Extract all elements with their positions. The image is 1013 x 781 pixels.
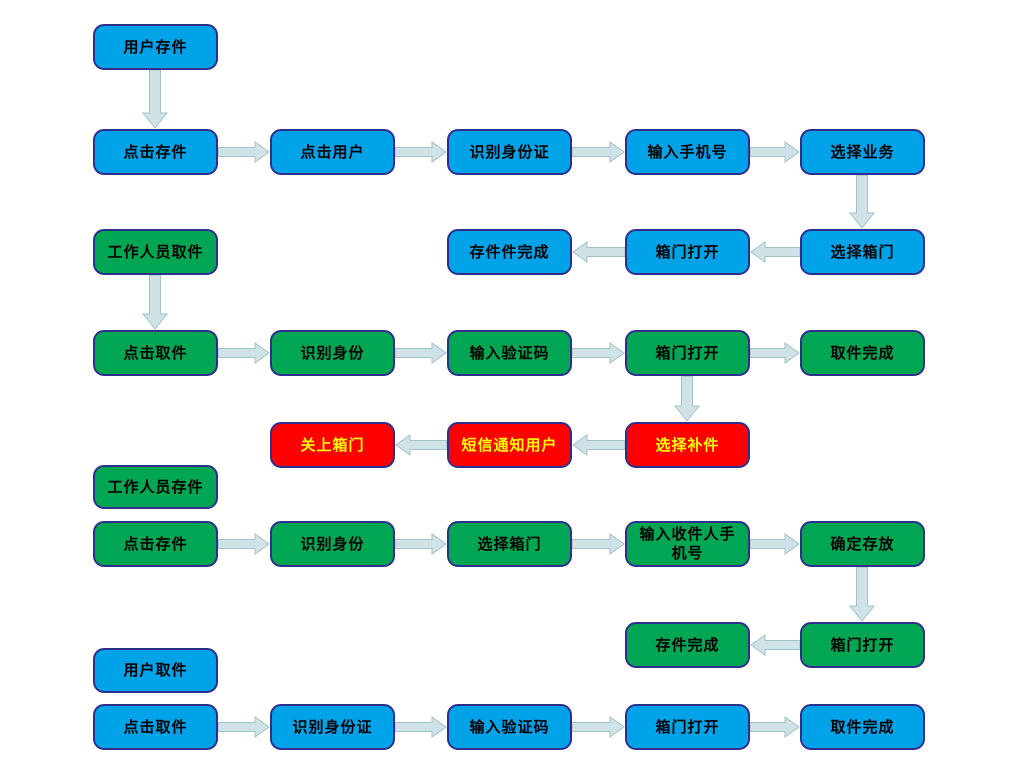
flow-node-label-s-click-pickup: 点击取件 — [123, 343, 188, 362]
flow-arrow-user-deposit-start-to-u-click-deposit — [141, 69, 169, 129]
flow-node-staff-deposit-start: 工作人员存件 — [93, 465, 218, 509]
flow-arrow-up-enter-code-to-up-box-open — [571, 716, 625, 738]
flow-node-label-up-enter-code: 输入验证码 — [469, 717, 550, 736]
flow-arrow-sd-click-deposit-to-sd-scan-id — [217, 533, 270, 555]
flow-node-user-deposit-start: 用户存件 — [93, 24, 218, 70]
flow-node-label-sd-enter-recipient-phone: 输入收件人手 机号 — [639, 525, 736, 562]
flow-node-sd-scan-id: 识别身份 — [270, 521, 395, 567]
flow-node-label-u-select-service: 选择业务 — [830, 142, 895, 161]
flow-node-label-user-deposit-start: 用户存件 — [123, 37, 188, 56]
flow-arrow-u-click-deposit-to-u-click-user — [217, 141, 270, 163]
flow-node-label-sd-click-deposit: 点击存件 — [123, 534, 188, 553]
flow-node-label-sd-scan-id: 识别身份 — [300, 534, 365, 553]
flow-node-sd-box-open: 箱门打开 — [800, 622, 925, 668]
flow-node-label-sd-box-open: 箱门打开 — [830, 635, 895, 654]
flow-node-s-close-box: 关上箱门 — [270, 422, 395, 468]
flow-node-u-enter-phone: 输入手机号 — [625, 129, 750, 175]
flow-arrow-s-select-refill-to-s-sms-notify-user — [572, 434, 626, 456]
flow-node-label-u-scan-id-card: 识别身份证 — [469, 142, 550, 161]
flow-node-s-select-refill: 选择补件 — [625, 422, 750, 468]
flow-arrow-s-scan-id-to-s-enter-code — [394, 342, 447, 364]
flow-arrow-s-click-pickup-to-s-scan-id — [217, 342, 270, 364]
flow-node-s-sms-notify-user: 短信通知用户 — [447, 422, 572, 468]
flow-node-s-enter-code: 输入验证码 — [447, 330, 572, 376]
flow-node-u-scan-id-card: 识别身份证 — [447, 129, 572, 175]
flow-arrow-sd-box-open-to-sd-deposit-done — [750, 634, 801, 656]
flow-arrow-up-click-pickup-to-up-scan-id-card — [217, 716, 270, 738]
flow-arrow-u-click-user-to-u-scan-id-card — [394, 141, 447, 163]
flow-arrow-u-select-box-to-u-box-open — [750, 241, 801, 263]
flow-node-label-up-click-pickup: 点击取件 — [123, 717, 188, 736]
flow-arrow-sd-scan-id-to-sd-select-box — [394, 533, 447, 555]
flow-node-label-u-click-user: 点击用户 — [300, 142, 365, 161]
flow-node-label-u-click-deposit: 点击存件 — [123, 142, 188, 161]
flow-node-up-scan-id-card: 识别身份证 — [270, 704, 395, 750]
flow-node-label-s-select-refill: 选择补件 — [655, 435, 720, 454]
flow-node-u-select-service: 选择业务 — [800, 129, 925, 175]
flow-arrow-s-box-open-to-s-select-refill — [673, 375, 701, 422]
flow-node-label-staff-pickup-start: 工作人员取件 — [107, 242, 204, 261]
flow-node-sd-select-box: 选择箱门 — [447, 521, 572, 567]
flow-node-label-s-box-open: 箱门打开 — [655, 343, 720, 362]
flow-node-label-u-enter-phone: 输入手机号 — [647, 142, 728, 161]
flow-node-s-box-open: 箱门打开 — [625, 330, 750, 376]
flow-arrow-s-sms-notify-user-to-s-close-box — [395, 434, 448, 456]
flow-node-label-up-scan-id-card: 识别身份证 — [292, 717, 373, 736]
flow-node-s-click-pickup: 点击取件 — [93, 330, 218, 376]
flow-node-label-u-deposit-done: 存件件完成 — [469, 242, 550, 261]
flow-node-label-sd-deposit-done: 存件完成 — [655, 635, 720, 654]
flow-node-label-up-pickup-done: 取件完成 — [830, 717, 895, 736]
flow-node-label-s-enter-code: 输入验证码 — [469, 343, 550, 362]
flow-node-label-up-box-open: 箱门打开 — [655, 717, 720, 736]
flow-node-label-sd-select-box: 选择箱门 — [477, 534, 542, 553]
flow-node-staff-pickup-start: 工作人员取件 — [93, 229, 218, 275]
flow-node-label-sd-confirm-store: 确定存放 — [830, 534, 895, 553]
flow-node-sd-confirm-store: 确定存放 — [800, 521, 925, 567]
flow-arrow-up-scan-id-card-to-up-enter-code — [394, 716, 447, 738]
flow-arrow-sd-enter-recipient-phone-to-sd-confirm-store — [749, 533, 800, 555]
flow-node-u-click-deposit: 点击存件 — [93, 129, 218, 175]
flow-node-label-staff-deposit-start: 工作人员存件 — [107, 477, 204, 496]
flow-node-u-select-box: 选择箱门 — [800, 229, 925, 275]
flow-node-label-s-scan-id: 识别身份 — [300, 343, 365, 362]
flow-arrow-s-box-open-to-s-pickup-done — [749, 342, 800, 364]
flow-node-sd-click-deposit: 点击存件 — [93, 521, 218, 567]
flow-node-label-s-pickup-done: 取件完成 — [830, 343, 895, 362]
flow-arrow-s-enter-code-to-s-box-open — [571, 342, 625, 364]
flow-node-user-pickup-start: 用户取件 — [93, 648, 218, 693]
flow-node-label-user-pickup-start: 用户取件 — [123, 661, 188, 680]
flow-node-up-box-open: 箱门打开 — [625, 704, 750, 750]
flow-arrow-sd-select-box-to-sd-enter-recipient-phone — [571, 533, 625, 555]
flow-node-up-pickup-done: 取件完成 — [800, 704, 925, 750]
flow-node-sd-deposit-done: 存件完成 — [625, 622, 750, 668]
flow-arrow-u-enter-phone-to-u-select-service — [749, 141, 800, 163]
flow-node-label-u-select-box: 选择箱门 — [830, 242, 895, 261]
flow-node-up-enter-code: 输入验证码 — [447, 704, 572, 750]
flow-arrow-u-scan-id-card-to-u-enter-phone — [571, 141, 625, 163]
flow-node-u-box-open: 箱门打开 — [625, 229, 750, 275]
flow-arrow-sd-confirm-store-to-sd-box-open — [848, 566, 876, 622]
flow-node-up-click-pickup: 点击取件 — [93, 704, 218, 750]
flow-node-sd-enter-recipient-phone: 输入收件人手 机号 — [625, 521, 750, 567]
flow-node-u-click-user: 点击用户 — [270, 129, 395, 175]
flow-arrow-u-box-open-to-u-deposit-done — [572, 241, 626, 263]
flow-node-u-deposit-done: 存件件完成 — [447, 229, 572, 275]
flow-node-label-s-close-box: 关上箱门 — [300, 435, 365, 454]
flow-arrow-staff-pickup-start-to-s-click-pickup — [141, 274, 169, 330]
flow-arrow-u-select-service-to-u-select-box — [848, 174, 876, 229]
flow-node-s-pickup-done: 取件完成 — [800, 330, 925, 376]
flow-node-label-s-sms-notify-user: 短信通知用户 — [461, 435, 558, 454]
flow-node-label-u-box-open: 箱门打开 — [655, 242, 720, 261]
flow-arrow-up-box-open-to-up-pickup-done — [749, 716, 800, 738]
flow-node-s-scan-id: 识别身份 — [270, 330, 395, 376]
